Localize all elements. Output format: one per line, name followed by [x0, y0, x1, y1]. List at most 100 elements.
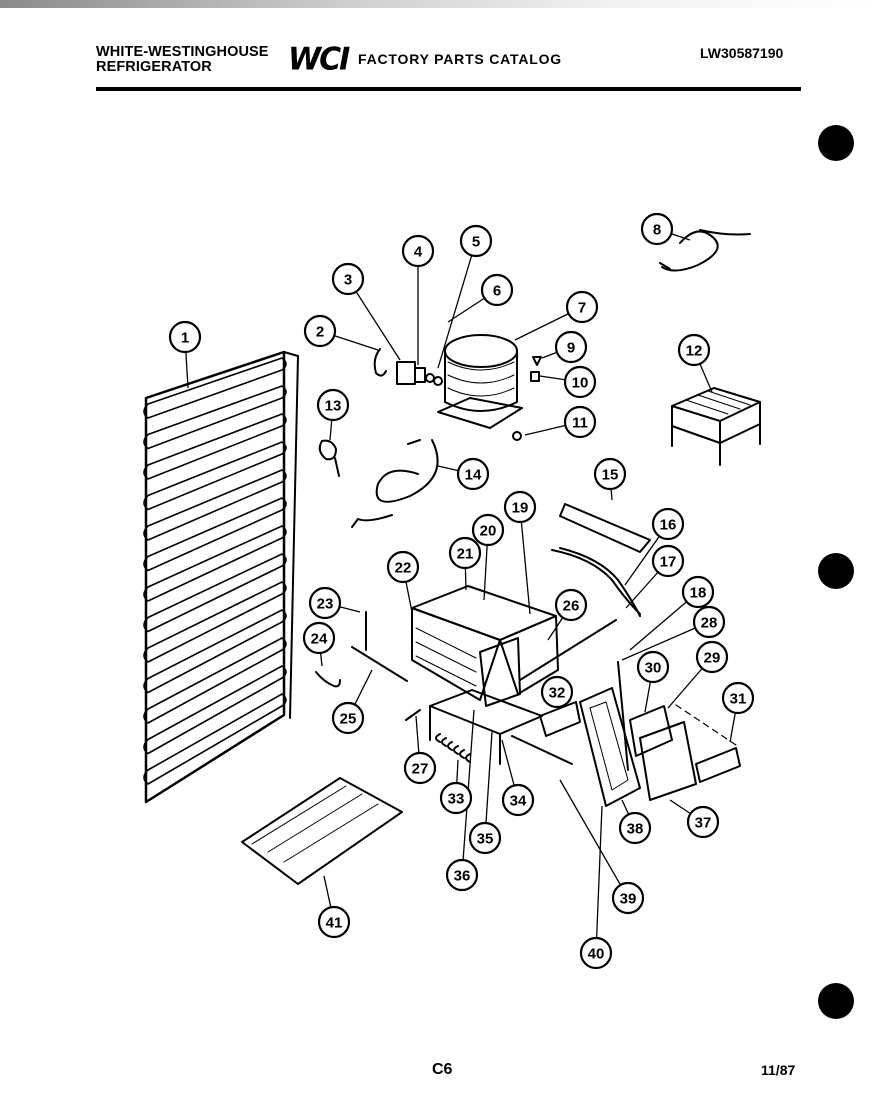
callout-number: 8 [653, 222, 661, 239]
scan-edge [0, 0, 880, 8]
callout-13: 13 [316, 388, 350, 422]
terminal-cover [425, 373, 435, 383]
callout-circle [448, 536, 482, 570]
callout-17: 17 [651, 544, 685, 578]
callout-18: 18 [681, 575, 715, 609]
callout-circle [459, 224, 493, 258]
callout-35: 35 [468, 821, 502, 855]
drip-tray [241, 777, 403, 885]
callout-circle [563, 365, 597, 399]
callout-29: 29 [695, 640, 729, 674]
callout-number: 35 [477, 831, 494, 848]
callout-8: 8 [640, 212, 674, 246]
callout-number: 23 [317, 596, 334, 613]
callout-circle [611, 881, 645, 915]
callout-circle [593, 457, 627, 491]
callout-circle [692, 605, 726, 639]
binder-hole-bottom [818, 983, 854, 1019]
power-cord [351, 439, 439, 528]
wiring-clip [519, 619, 617, 681]
callout-circle [386, 550, 420, 584]
coil-tube [143, 581, 287, 663]
binder-hole-top [818, 125, 854, 161]
wiring-harness-top [659, 229, 751, 272]
callout-number: 30 [645, 660, 662, 677]
freezer-door-frame [579, 687, 641, 807]
callout-39: 39 [611, 881, 645, 915]
callout-number: 39 [620, 891, 637, 908]
capacitor [318, 439, 340, 477]
callout-28: 28 [692, 605, 726, 639]
callout-circle [168, 320, 202, 354]
callout-38: 38 [618, 811, 652, 845]
callout-circle [403, 751, 437, 785]
overload [414, 367, 426, 383]
coil-tube [143, 637, 287, 724]
heater-element [351, 646, 408, 682]
callout-12: 12 [677, 333, 711, 367]
callout-number: 26 [563, 598, 580, 615]
grommet [532, 356, 542, 366]
fan-motor-bracket [539, 701, 581, 737]
callout-number: 34 [510, 793, 527, 810]
callout-21: 21 [448, 536, 482, 570]
clip-bracket [315, 671, 341, 688]
relay-box [396, 361, 416, 385]
callout-circle [563, 405, 597, 439]
coil-tube [143, 357, 287, 419]
callout-number: 2 [316, 324, 324, 341]
callout-number: 36 [454, 868, 471, 885]
callout-number: 24 [311, 631, 328, 648]
callout-3: 3 [331, 262, 365, 296]
shelf-rack [671, 387, 761, 466]
callout-circle [540, 675, 574, 709]
coil-tube [143, 469, 287, 541]
callout-leader [437, 240, 477, 369]
coil-tube [143, 609, 287, 694]
callout-circle [501, 783, 535, 817]
catalog-title: FACTORY PARTS CATALOG [358, 51, 562, 67]
callout-27: 27 [403, 751, 437, 785]
callout-number: 16 [660, 517, 677, 534]
callout-30: 30 [636, 650, 670, 684]
callout-circle [686, 805, 720, 839]
callout-leader [519, 506, 531, 615]
callout-number: 22 [395, 560, 412, 577]
callout-19: 19 [503, 490, 537, 524]
callout-6: 6 [480, 273, 514, 307]
screw [617, 661, 629, 771]
coil-tube [143, 693, 287, 785]
callout-number: 40 [588, 946, 605, 963]
callout-number: 20 [480, 523, 497, 540]
callout-10: 10 [563, 365, 597, 399]
callout-number: 9 [567, 340, 575, 357]
door-liner [639, 721, 697, 801]
callout-circle [677, 333, 711, 367]
page-number: C6 [432, 1061, 453, 1078]
coil-tube [143, 497, 287, 572]
callout-number: 1 [181, 330, 189, 347]
coil-tube [143, 385, 287, 450]
callout-circle [331, 701, 365, 735]
coil-tube [143, 553, 287, 633]
callout-circle [721, 681, 755, 715]
callout-31: 31 [721, 681, 755, 715]
callout-circle [554, 588, 588, 622]
callout-number: 5 [472, 234, 480, 251]
callout-5: 5 [459, 224, 493, 258]
coil-tube [143, 441, 287, 511]
callout-number: 37 [695, 815, 712, 832]
callout-number: 18 [690, 585, 707, 602]
callout-circle [303, 314, 337, 348]
callout-number: 14 [465, 467, 482, 484]
callout-9: 9 [554, 330, 588, 364]
callout-number: 12 [686, 343, 703, 360]
coil-tube [143, 665, 287, 755]
wci-logo: WCI [288, 41, 350, 78]
callout-number: 6 [493, 283, 501, 300]
callout-20: 20 [471, 513, 505, 547]
callout-4: 4 [401, 234, 435, 268]
callout-circle [503, 490, 537, 524]
callout-24: 24 [302, 621, 336, 655]
callout-11: 11 [563, 405, 597, 439]
